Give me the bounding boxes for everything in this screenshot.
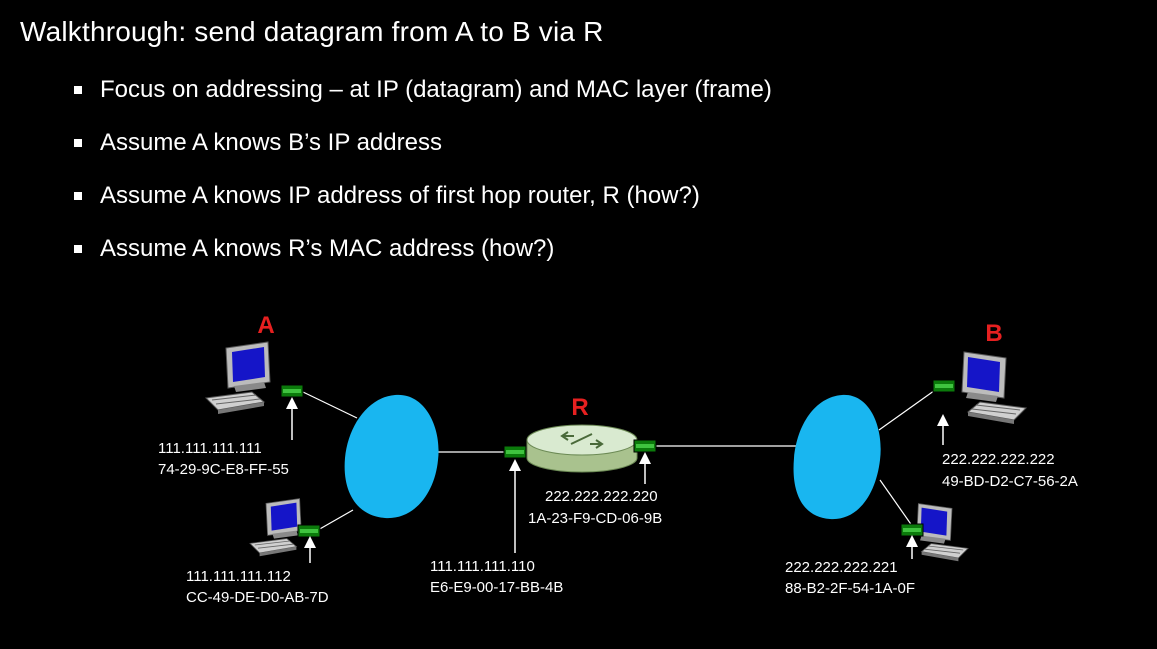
host-b-label: B bbox=[985, 320, 1002, 347]
interface-card-icon bbox=[633, 439, 657, 453]
bullet-marker bbox=[74, 86, 82, 94]
left-host-2-ip: 111.111.111.112 bbox=[186, 568, 291, 585]
network-links bbox=[302, 387, 939, 531]
bullet-item: Focus on addressing – at IP (datagram) a… bbox=[74, 75, 772, 128]
router-icon bbox=[526, 424, 638, 473]
slide-title: Walkthrough: send datagram from A to B v… bbox=[20, 16, 604, 47]
interface-card-icon bbox=[932, 379, 956, 393]
computer-icon bbox=[916, 503, 969, 562]
interface-card-icon bbox=[280, 384, 304, 398]
interface-card-icon bbox=[503, 445, 527, 459]
bullet-item: Assume A knows R’s MAC address (how?) bbox=[74, 234, 772, 287]
right-host-2-ip: 222.222.222.221 bbox=[785, 559, 898, 576]
computer-icon bbox=[205, 341, 271, 415]
host-a-label: A bbox=[257, 312, 274, 339]
host-a-mac: 74-29-9C-E8-FF-55 bbox=[158, 461, 289, 478]
bullet-text: Assume A knows B’s IP address bbox=[100, 129, 442, 156]
address-pointer-arrows bbox=[286, 397, 949, 563]
left-host-2-mac: CC-49-DE-D0-AB-7D bbox=[186, 589, 329, 606]
bullet-marker bbox=[74, 139, 82, 147]
bullet-text: Assume A knows R’s MAC address (how?) bbox=[100, 235, 555, 262]
left-subnet-cloud bbox=[344, 394, 439, 519]
router-label: R bbox=[571, 394, 588, 421]
interface-card-icon bbox=[900, 523, 924, 537]
interface-card-icon bbox=[297, 524, 321, 538]
host-a-ip: 111.111.111.111 bbox=[158, 440, 262, 457]
bullet-text: Assume A knows IP address of first hop r… bbox=[100, 182, 700, 209]
bullet-item: Assume A knows B’s IP address bbox=[74, 128, 772, 181]
bullet-text: Focus on addressing – at IP (datagram) a… bbox=[100, 76, 772, 103]
right-subnet-cloud bbox=[793, 394, 881, 520]
router-right-ip: 222.222.222.220 bbox=[545, 488, 658, 505]
bullet-list: Focus on addressing – at IP (datagram) a… bbox=[74, 75, 772, 287]
host-b-ip: 222.222.222.222 bbox=[942, 451, 1055, 468]
computer-icon bbox=[961, 351, 1027, 425]
bullet-item: Assume A knows IP address of first hop r… bbox=[74, 181, 772, 234]
router-right-mac: 1A-23-F9-CD-06-9B bbox=[528, 510, 662, 527]
host-b-mac: 49-BD-D2-C7-56-2A bbox=[942, 473, 1078, 490]
right-host-2-mac: 88-B2-2F-54-1A-0F bbox=[785, 580, 915, 597]
bullet-marker bbox=[74, 245, 82, 253]
bullet-marker bbox=[74, 192, 82, 200]
router-left-mac: E6-E9-00-17-BB-4B bbox=[430, 579, 563, 596]
computer-icon bbox=[249, 498, 302, 557]
router-left-ip: 111.111.111.110 bbox=[430, 558, 535, 575]
